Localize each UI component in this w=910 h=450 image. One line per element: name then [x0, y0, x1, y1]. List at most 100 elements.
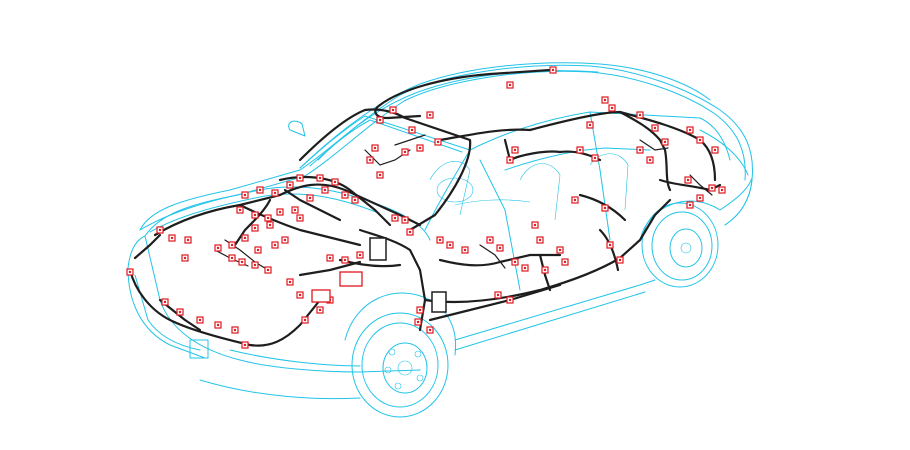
connector-pin: [358, 253, 362, 257]
connector-pin: [573, 198, 577, 202]
connector-pin: [563, 260, 567, 264]
connector-pin: [648, 158, 652, 162]
connector-pin: [543, 268, 547, 272]
connector-pin: [240, 260, 244, 264]
connector-pin: [253, 213, 257, 217]
connector-pin: [393, 216, 397, 220]
connector-pin: [688, 128, 692, 132]
connector-pin: [230, 243, 234, 247]
connector-pin: [698, 196, 702, 200]
connector-pin: [343, 193, 347, 197]
connector-pin: [253, 263, 257, 267]
connector-pin: [416, 320, 420, 324]
connector-pin: [610, 106, 614, 110]
connector-pin: [278, 210, 282, 214]
connector-pin: [288, 280, 292, 284]
connector-pin: [638, 113, 642, 117]
connector-pin: [258, 188, 262, 192]
connector-pin: [243, 236, 247, 240]
connector-pin: [588, 123, 592, 127]
connector-pin: [436, 140, 440, 144]
connector-markers: [126, 66, 726, 349]
connector-pin: [496, 293, 500, 297]
connector-pin: [410, 128, 414, 132]
connector-pin: [318, 176, 322, 180]
connector-pin: [508, 298, 512, 302]
connector-pin: [686, 178, 690, 182]
connector-pin: [178, 310, 182, 314]
connector-pin: [273, 243, 277, 247]
connector-pin: [603, 206, 607, 210]
fuse-box-connector: [339, 271, 363, 287]
connector-pin: [558, 248, 562, 252]
relay-box: [369, 237, 387, 261]
connector-pin: [663, 140, 667, 144]
connector-pin: [578, 148, 582, 152]
connector-pin: [298, 216, 302, 220]
connector-pin: [128, 270, 132, 274]
connector-pin: [256, 248, 260, 252]
connector-pin: [216, 323, 220, 327]
connector-pin: [508, 83, 512, 87]
connector-pin: [158, 228, 162, 232]
connector-pin: [513, 148, 517, 152]
fuse-boxes: [311, 271, 363, 303]
connector-pin: [323, 188, 327, 192]
connector-pin: [343, 258, 347, 262]
connector-pin: [618, 258, 622, 262]
connector-pin: [428, 328, 432, 332]
connector-pin: [216, 246, 220, 250]
connector-pin: [183, 256, 187, 260]
connector-pin: [408, 230, 412, 234]
connector-pin: [403, 218, 407, 222]
connector-pin: [298, 176, 302, 180]
connector-pin: [608, 243, 612, 247]
connector-pin: [713, 148, 717, 152]
connector-pin: [593, 156, 597, 160]
connector-pin: [238, 208, 242, 212]
connector-pin: [513, 260, 517, 264]
connector-pin: [418, 146, 422, 150]
connector-pin: [438, 238, 442, 242]
connector-pin: [233, 328, 237, 332]
connector-pin: [603, 98, 607, 102]
control-module-box: [431, 291, 447, 313]
connector-pin: [538, 238, 542, 242]
connector-pin: [698, 138, 702, 142]
connector-pin: [303, 318, 307, 322]
connector-pin: [551, 68, 555, 72]
connector-pin: [328, 256, 332, 260]
connector-pin: [368, 158, 372, 162]
connector-pin: [373, 146, 377, 150]
connector-pin: [720, 188, 724, 192]
connector-pin: [163, 300, 167, 304]
connector-pin: [243, 343, 247, 347]
connector-pin: [266, 216, 270, 220]
connector-pin: [403, 150, 407, 154]
connector-pin: [418, 308, 422, 312]
connector-pin: [428, 113, 432, 117]
connector-pin: [308, 196, 312, 200]
connector-pin: [638, 148, 642, 152]
connector-pin: [508, 158, 512, 162]
connector-pin: [283, 238, 287, 242]
connector-pin: [333, 180, 337, 184]
connector-pin: [391, 108, 395, 112]
connector-pin: [463, 248, 467, 252]
connector-pin: [353, 198, 357, 202]
connector-pin: [488, 238, 492, 242]
connector-pin: [653, 126, 657, 130]
connector-pin: [523, 266, 527, 270]
connector-pin: [710, 186, 714, 190]
connector-pin: [293, 208, 297, 212]
connector-pin: [533, 223, 537, 227]
connector-pin: [253, 226, 257, 230]
connector-pin: [186, 238, 190, 242]
connector-pin: [378, 173, 382, 177]
connector-pin: [288, 183, 292, 187]
connector-pin: [198, 318, 202, 322]
connector-pin: [243, 193, 247, 197]
connector-pin: [230, 256, 234, 260]
connector-pin: [273, 191, 277, 195]
